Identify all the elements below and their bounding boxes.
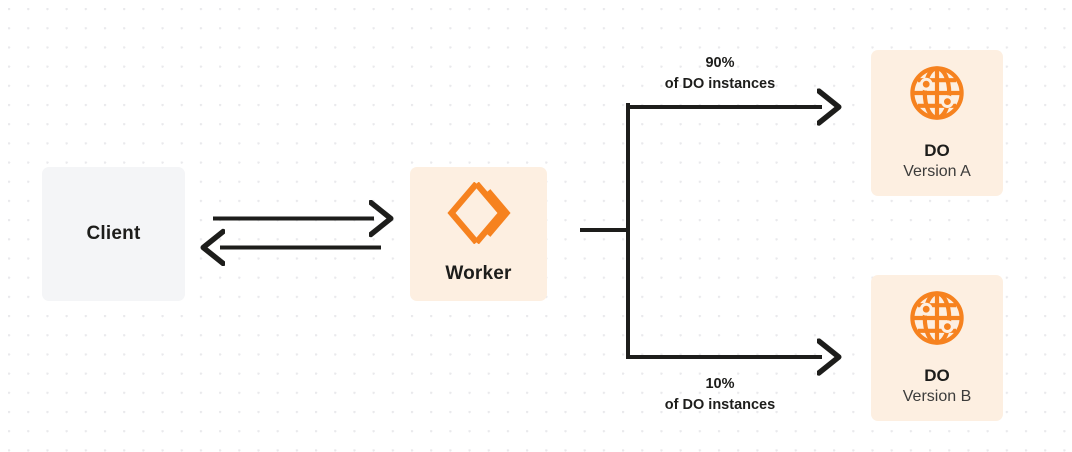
edge-label-do-b-percent: 10% <box>705 376 735 392</box>
node-do-version-b: DO Version B <box>871 275 1003 421</box>
edge-label-do-a-caption: of DO instances <box>664 75 776 92</box>
node-client-label: Client <box>86 222 141 244</box>
node-do-b-label: DO <box>924 365 950 385</box>
node-worker-label: Worker <box>445 263 512 285</box>
node-client: Client <box>42 167 185 301</box>
durable-object-globe-icon <box>908 289 966 352</box>
node-do-b-sublabel: Version B <box>902 388 972 406</box>
node-do-a-label: DO <box>924 140 950 160</box>
node-do-a-sublabel: Version A <box>903 163 971 181</box>
cloudflare-workers-icon <box>446 181 512 249</box>
node-do-version-a: DO Version A <box>871 50 1003 196</box>
edge-label-do-b-caption: of DO instances <box>664 396 776 413</box>
node-worker: Worker <box>410 167 547 301</box>
durable-object-globe-icon <box>908 64 966 127</box>
edge-label-do-a: 90% of DO instances <box>600 53 840 94</box>
edge-label-do-b: 10% of DO instances <box>600 374 840 415</box>
edge-label-do-a-percent: 90% <box>705 55 735 71</box>
